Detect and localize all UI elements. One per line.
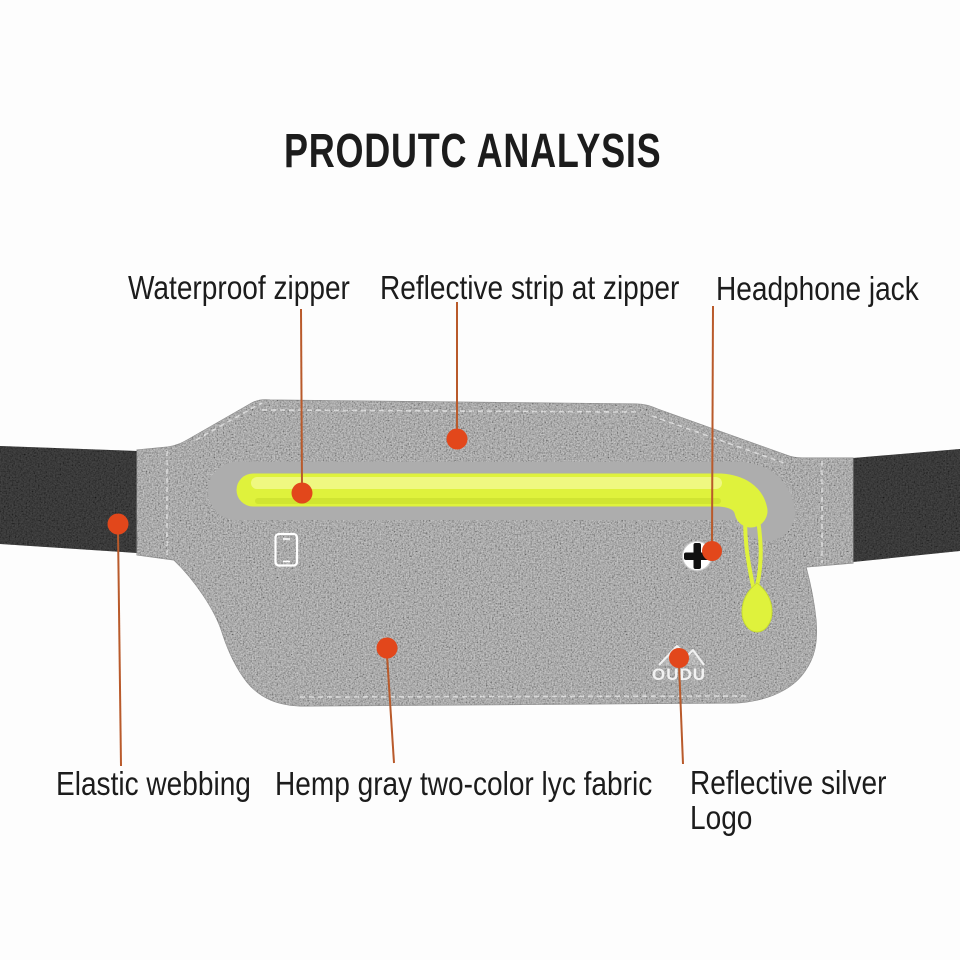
leader-line-logo [678, 663, 684, 765]
callout-dot-logo [669, 648, 689, 668]
leader-line-elastic-webbing [117, 529, 122, 767]
label-hemp-fabric: Hemp gray two-color lyc fabric [275, 765, 653, 802]
callout-dot-hemp-fabric [376, 637, 398, 659]
callout-dot-headphone-jack [702, 541, 722, 561]
callout-dot-reflective-strip [446, 428, 468, 450]
fabric-melange-texture [137, 399, 853, 706]
label-waterproof-zipper: Waterproof zipper [128, 269, 350, 306]
label-headphone-jack: Headphone jack [716, 270, 919, 307]
leader-line-hemp-fabric [386, 654, 395, 764]
callout-dots [107, 428, 722, 668]
callout-dot-waterproof-zipper [291, 482, 313, 504]
zipper-strip [236, 473, 768, 528]
label-reflective-strip: Reflective strip at zipper [380, 269, 680, 306]
zipper-pull-icon [741, 499, 773, 633]
page-title: PRODUTC ANALYSIS [284, 125, 662, 178]
label-reflective-silver-logo: Reflective silver Logo [690, 764, 887, 836]
phone-icon [274, 532, 299, 567]
stitch-lines [166, 402, 823, 698]
leader-line-waterproof-zipper [300, 308, 303, 487]
leader-lines [117, 302, 714, 767]
callout-dot-elastic-webbing [107, 513, 129, 535]
leader-line-headphone-jack [711, 305, 714, 545]
label-elastic-webbing: Elastic webbing [56, 765, 251, 802]
